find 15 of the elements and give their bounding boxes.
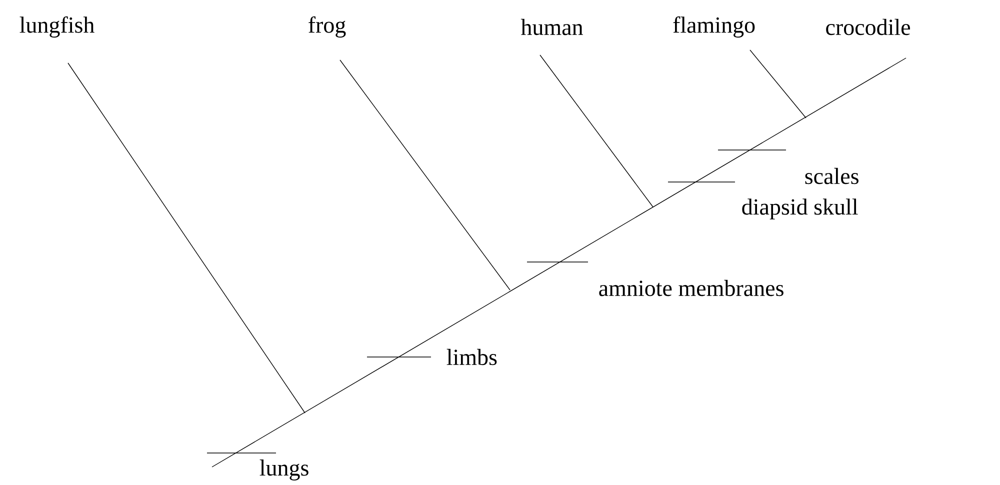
taxon-label: frog — [308, 16, 346, 38]
taxon-label: flamingo — [673, 16, 755, 38]
taxon-label: lungfish — [20, 16, 94, 38]
character-label: limbs — [446, 348, 497, 366]
character-label: lungs — [260, 460, 308, 480]
character-label: scales — [805, 168, 858, 184]
character-label: amniote membranes — [599, 280, 784, 296]
branch-line — [212, 58, 906, 468]
character-label: diapsid skull — [742, 198, 858, 220]
branch-line — [540, 54, 654, 208]
taxon-label: human — [520, 18, 583, 36]
branch-line — [68, 62, 306, 414]
branch-line — [340, 60, 510, 290]
branch-line — [750, 50, 806, 118]
taxon-label: crocodile — [826, 18, 910, 36]
